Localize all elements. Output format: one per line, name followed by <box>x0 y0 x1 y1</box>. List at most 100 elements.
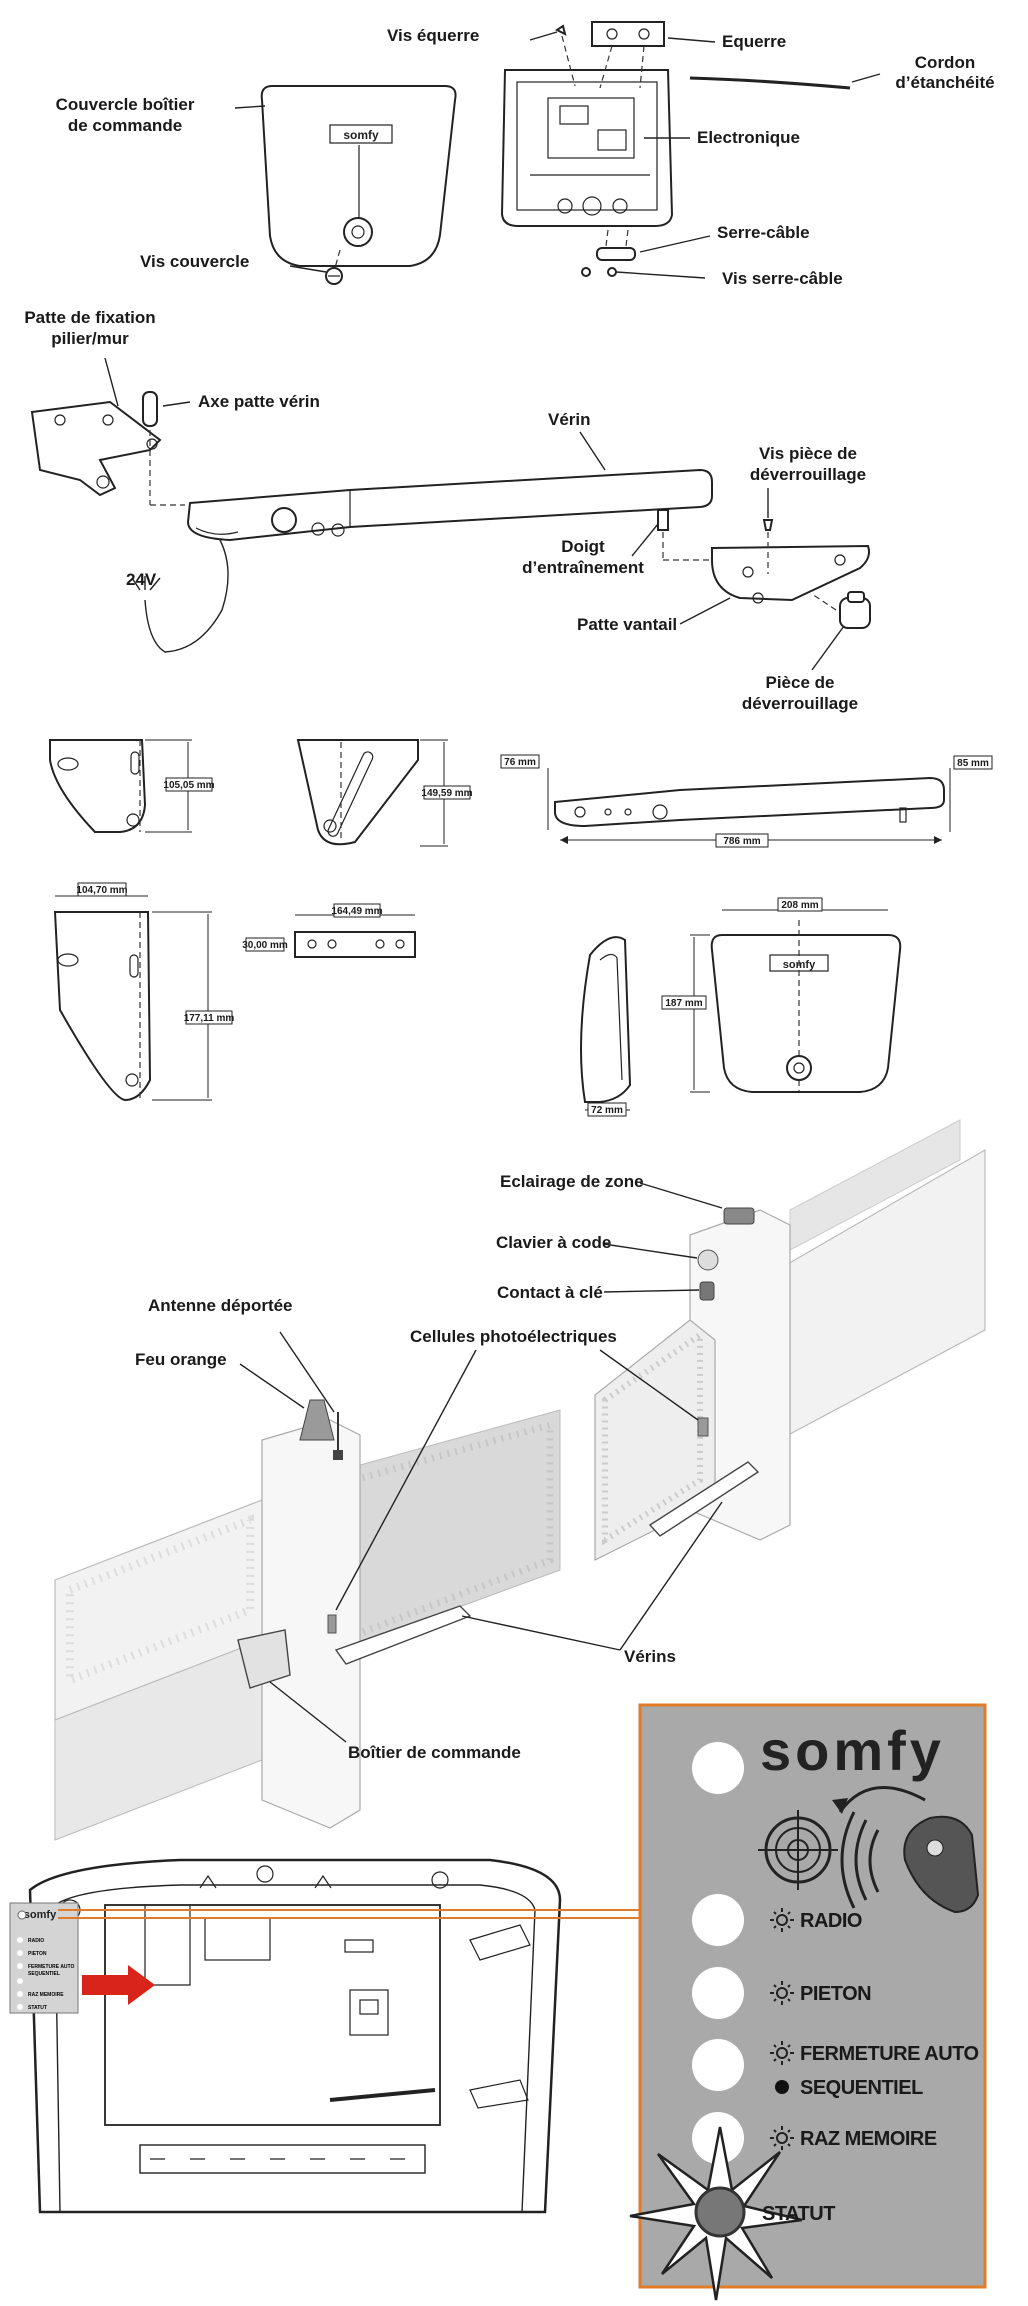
mini-panel-item-pieton: PIETON <box>28 1951 47 1957</box>
dim-85: 85 mm <box>957 758 989 769</box>
mini-panel-logo: somfy <box>24 1909 57 1921</box>
dim-104: 104,70 mm <box>76 885 127 896</box>
led-fermeture <box>692 2039 744 2091</box>
label-doigt-2: d’entraînement <box>522 558 644 577</box>
box-front-drawing <box>710 934 902 1093</box>
photocell-left <box>327 1614 337 1634</box>
mini-panel-item-radio: RADIO <box>28 1938 44 1944</box>
led-main <box>692 1742 744 1794</box>
clamp-screw-icon <box>581 267 591 277</box>
release-screw-icon <box>762 519 774 531</box>
terminal-blocks <box>139 2144 426 2174</box>
keypad-icon <box>697 1249 719 1271</box>
actuator-body-drawing <box>186 468 713 542</box>
mini-panel-item-raz: RAZ MEMOIRE <box>28 1992 64 1998</box>
panel-item-statut: STATUT <box>762 2203 835 2225</box>
electronics-board <box>547 97 635 159</box>
mini-panel-item-sequentiel: SEQUENTIEL <box>28 1971 60 1977</box>
flat-plate-drawing <box>294 931 416 958</box>
zone-light-icon <box>723 1207 755 1225</box>
target-icon <box>758 1810 838 1890</box>
label-piece-2: déverrouillage <box>742 694 858 713</box>
axis-pin-drawing <box>142 391 158 427</box>
cover-logo-text: somfy <box>343 128 379 142</box>
led-pieton <box>692 1967 744 2019</box>
base-drawing <box>500 69 674 227</box>
sealing-cord <box>689 76 851 90</box>
label-cellules: Cellules photoélectriques <box>410 1327 617 1346</box>
fermeture-sun-icon <box>770 2041 794 2065</box>
dim-105: 105,05 mm <box>163 780 214 791</box>
label-cordon-1: Cordon <box>915 53 975 72</box>
panel-item-fermeture: FERMETURE AUTO <box>800 2043 979 2065</box>
label-boitier: Boîtier de commande <box>348 1743 521 1762</box>
control-box-icon <box>237 1629 291 1689</box>
actuator-right <box>648 1461 760 1537</box>
label-patte-vantail: Patte vantail <box>577 615 677 634</box>
label-clavier: Clavier à code <box>496 1233 611 1252</box>
label-feu: Feu orange <box>135 1350 227 1369</box>
mini-panel-item-statut: STATUT <box>28 2005 47 2011</box>
label-antenne: Antenne déportée <box>148 1296 293 1315</box>
cover-logo-plate <box>329 124 393 144</box>
dim-187: 187 mm <box>665 998 702 1009</box>
dim-30: 30,00 mm <box>242 940 288 951</box>
raz-sun-icon <box>770 2126 794 2150</box>
leaf-bracket-drawing <box>711 544 870 602</box>
electronics-closeup: somfy RADIO PIETON FERMETURE AUTO SEQUEN… <box>9 1858 640 2214</box>
label-serre-cable: Serre-câble <box>717 223 810 242</box>
red-arrow-icon <box>82 1965 155 2005</box>
dim-786: 786 mm <box>723 836 760 847</box>
label-24v: 24V <box>126 570 157 589</box>
control-box-exploded-view: somfy <box>56 21 995 288</box>
cover-lock-icon <box>343 217 373 247</box>
label-couvercle-1: Couvercle boîtier <box>56 95 195 114</box>
label-electronique: Electronique <box>697 128 800 147</box>
dim-72: 72 mm <box>591 1105 623 1116</box>
mini-panel-item-fermeture: FERMETURE AUTO <box>28 1964 75 1970</box>
bracket-drawing <box>591 21 665 47</box>
photocell-right <box>697 1417 709 1437</box>
label-doigt-1: Doigt <box>561 537 605 556</box>
actuator-left <box>334 1605 472 1665</box>
drive-finger <box>657 509 669 531</box>
remote-control-icon <box>832 1786 980 1914</box>
bracket-a-drawing <box>49 739 147 833</box>
cable-clamp-drawing <box>596 247 636 261</box>
label-equerre: Equerre <box>722 32 786 51</box>
label-vis-equerre: Vis équerre <box>387 26 479 45</box>
label-verins: Vérins <box>624 1647 676 1666</box>
label-eclairage: Eclairage de zone <box>500 1172 644 1191</box>
label-contact: Contact à clé <box>497 1283 603 1302</box>
label-vis-couvercle: Vis couvercle <box>140 252 249 271</box>
left-pillar <box>261 1419 361 1829</box>
installation-overview: Eclairage de zone Clavier à code Contact… <box>54 1119 986 1841</box>
dim-208: 208 mm <box>781 900 818 911</box>
label-couvercle-2: de commande <box>68 116 182 135</box>
panel-brand-logo: somfy <box>760 1719 945 1782</box>
actuator-side-drawing <box>554 776 945 828</box>
label-vis-piece-2: déverrouillage <box>750 465 866 484</box>
right-gate-leaf <box>594 1319 716 1561</box>
key-switch-icon <box>699 1281 715 1301</box>
status-starburst-icon <box>629 2126 803 2301</box>
panel-item-pieton: PIETON <box>800 1983 871 2005</box>
label-patte-fixation-1: Patte de fixation <box>24 308 155 327</box>
dimension-drawings: 105,05 mm 149,59 mm 76 mm 786 mm 85 mm <box>49 739 993 1117</box>
panel-item-sequentiel: SEQUENTIEL <box>800 2077 923 2099</box>
label-vis-piece-1: Vis pièce de <box>759 444 857 463</box>
wall-bracket-drawing <box>30 400 162 497</box>
label-axe-patte: Axe patte vérin <box>198 392 320 411</box>
bracket-screw-icon <box>555 24 567 36</box>
pieton-sun-icon <box>770 1981 794 2005</box>
main-board <box>104 1904 441 2126</box>
bracket-b-drawing <box>296 739 419 846</box>
clamp-screw-icon-2 <box>607 267 617 277</box>
dim-177: 177,11 mm <box>184 1013 235 1024</box>
panel-item-radio: RADIO <box>800 1910 862 1932</box>
actuator-exploded-view: Patte de fixation pilier/mur Axe patte v… <box>24 308 871 713</box>
label-piece-1: Pièce de <box>766 673 835 692</box>
label-patte-fixation-2: pilier/mur <box>51 329 129 348</box>
radio-sun-icon <box>770 1908 794 1932</box>
